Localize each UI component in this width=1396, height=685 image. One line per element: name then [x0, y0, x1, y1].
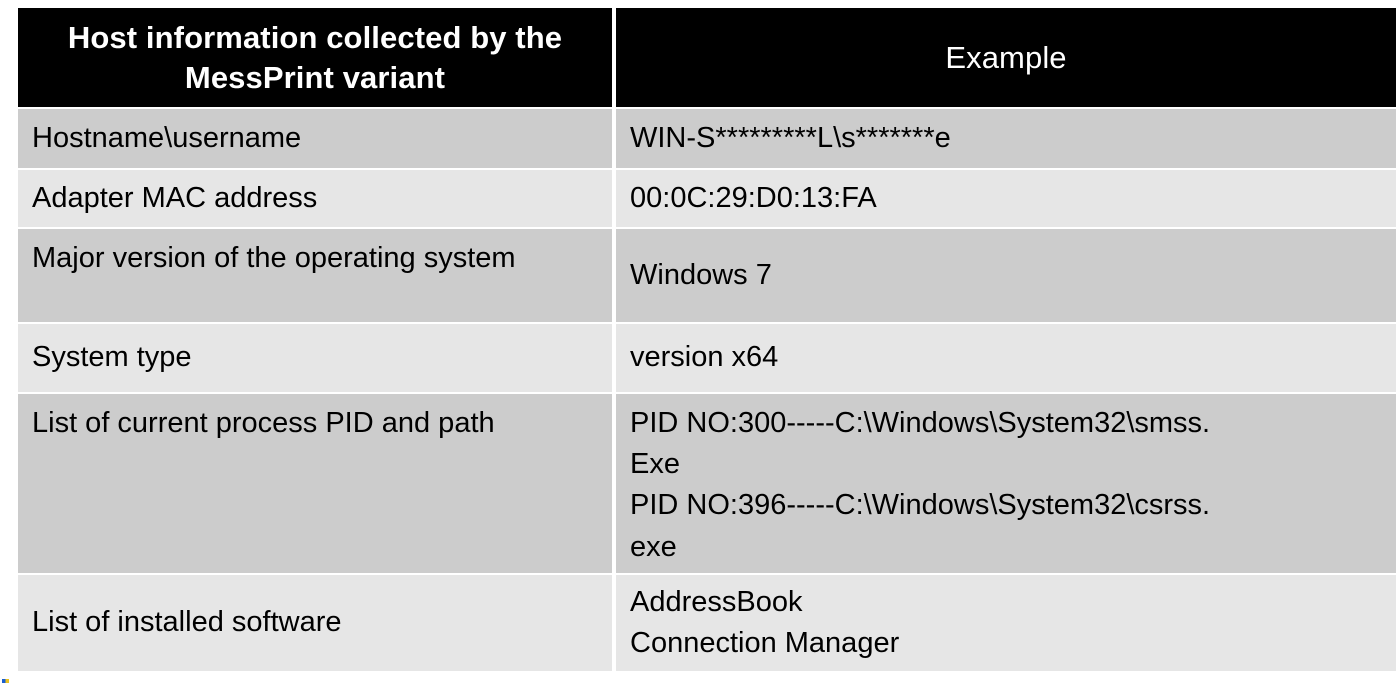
- row-label: Major version of the operating system: [32, 242, 516, 274]
- row-label: Adapter MAC address: [32, 181, 318, 214]
- row-label-cell: Major version of the operating system: [18, 229, 612, 322]
- row-example-cell: version x64: [616, 324, 1396, 392]
- table-header-row: Host information collected by the MessPr…: [18, 8, 1396, 107]
- host-information-table: Host information collected by the MessPr…: [18, 8, 1396, 671]
- row-label-cell: System type: [18, 324, 612, 392]
- row-label-cell: List of installed software: [18, 575, 612, 671]
- header-cell-example: Example: [616, 8, 1396, 107]
- table-row: List of installed software AddressBook C…: [18, 575, 1396, 671]
- row-example-cell: Windows 7: [616, 229, 1396, 322]
- header-cell-category: Host information collected by the MessPr…: [18, 8, 612, 107]
- row-label: List of installed software: [32, 606, 342, 639]
- example-line: PID NO:396-----C:\Windows\System32\csrss…: [630, 489, 1211, 522]
- row-label-cell: Hostname\username: [18, 109, 612, 168]
- table-row: Adapter MAC address 00:0C:29:D0:13:FA: [18, 170, 1396, 227]
- example-line: AddressBook: [630, 585, 803, 618]
- table-row: Major version of the operating system Wi…: [18, 229, 1396, 322]
- row-label: System type: [32, 341, 192, 374]
- row-label: Hostname\username: [32, 121, 302, 154]
- example-line: Exe: [630, 448, 680, 481]
- example-line: version x64: [630, 341, 779, 374]
- row-label-cell: List of current process PID and path: [18, 394, 612, 573]
- row-example-cell: PID NO:300-----C:\Windows\System32\smss.…: [616, 394, 1396, 573]
- table-row: Hostname\username WIN-S*********L\s*****…: [18, 109, 1396, 168]
- table-row: List of current process PID and path PID…: [18, 394, 1396, 573]
- example-line: Windows 7: [630, 258, 772, 291]
- example-line: exe: [630, 530, 677, 563]
- row-label: List of current process PID and path: [32, 407, 495, 439]
- corner-color-artifact: [2, 679, 9, 683]
- row-label-cell: Adapter MAC address: [18, 170, 612, 227]
- example-line: 00:0C:29:D0:13:FA: [630, 181, 877, 214]
- header-label-category: Host information collected by the MessPr…: [67, 19, 563, 95]
- header-label-example: Example: [945, 39, 1067, 75]
- table-row: System type version x64: [18, 324, 1396, 392]
- row-example-cell: AddressBook Connection Manager: [616, 575, 1396, 671]
- row-example-cell: 00:0C:29:D0:13:FA: [616, 170, 1396, 227]
- example-line: PID NO:300-----C:\Windows\System32\smss.: [630, 407, 1211, 439]
- row-example-cell: WIN-S*********L\s*******e: [616, 109, 1396, 168]
- example-line: WIN-S*********L\s*******e: [630, 121, 951, 154]
- example-line: Connection Manager: [630, 627, 900, 659]
